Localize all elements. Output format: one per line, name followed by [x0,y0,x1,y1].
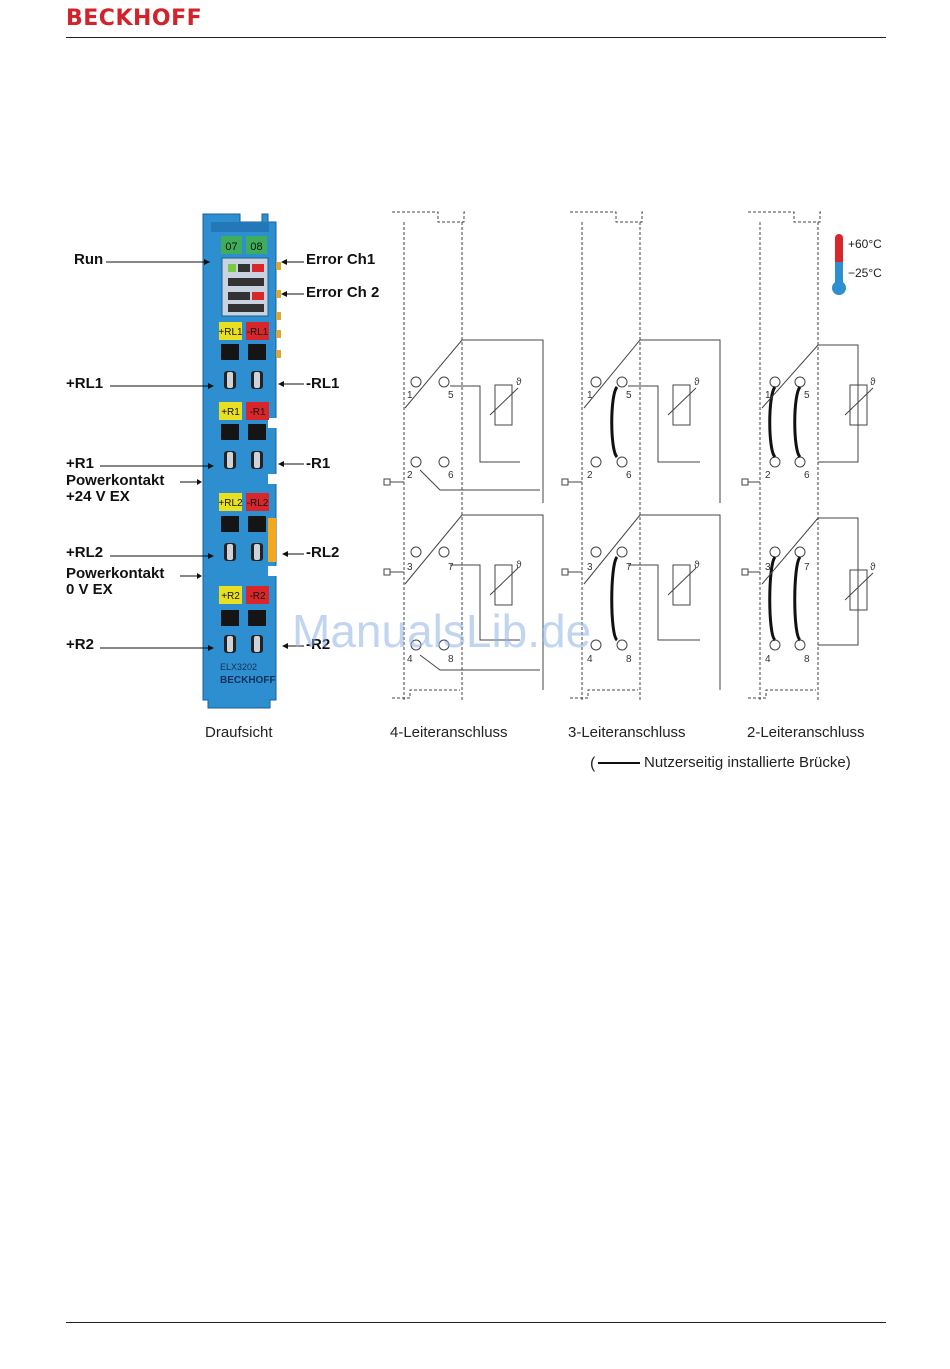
callout-error-ch1: Error Ch1 [306,251,375,268]
callout-minus-r2: -R2 [306,636,330,653]
d3-theta-1: ϑ [870,377,876,388]
d2-term-3: 3 [587,562,593,573]
watermark: ManualsLib.de [292,605,592,657]
module-type-text: ELX3202 [220,662,257,672]
callout-plus-rl1: +RL1 [66,375,103,392]
d1-term-7: 7 [448,562,454,573]
led-label-08 [246,236,267,254]
tag-minus-rl2: -RL2 [247,498,269,509]
d2-theta-2: ϑ [694,560,700,571]
d2-term-4: 4 [587,654,593,665]
connection-figure: 07 08 +RL1 -RL1 +R1 -R1 +RL2 -RL2 +R2 [66,211,882,772]
tag-plus-rl1: +RL1 [218,327,243,338]
d1-theta-2: ϑ [516,560,522,571]
callout-error-ch2: Error Ch 2 [306,284,379,301]
callout-minus-r1: -R1 [306,455,330,472]
d2-term-5: 5 [626,390,632,401]
callout-plus-r1: +R1 [66,455,94,472]
d3-term-4: 4 [765,654,771,665]
d2-term-7: 7 [626,562,632,573]
diagram-2-wire [741,211,874,700]
callouts: Run Error Ch1 Error Ch 2 +RL1 -RL1 +R1 -… [66,251,379,653]
d1-term-4: 4 [407,654,413,665]
led-07-text: 07 [225,241,237,253]
diagram-3-wire [561,211,721,700]
d3-term-2: 2 [765,470,771,481]
d2-term-6: 6 [626,470,632,481]
brand-logo: BECKHOFF [66,6,203,31]
d2-term-2: 2 [587,470,593,481]
d3-term-1: 1 [765,390,771,401]
led-label-07 [221,236,242,254]
d1-theta-1: ϑ [516,377,522,388]
legend-open-paren: ( [590,755,596,772]
tag-plus-r2: +R2 [221,591,240,602]
d3-term-5: 5 [804,390,810,401]
d3-theta-2: ϑ [870,562,876,573]
tag-minus-r1: -R1 [249,407,266,418]
footer-rule [66,1322,886,1323]
diagram-4-wire [383,211,544,700]
callout-minus-rl1: -RL1 [306,375,339,392]
callout-power24-line2: +24 V EX [66,488,130,505]
callout-run: Run [74,251,103,268]
d1-term-3: 3 [407,562,413,573]
d1-term-6: 6 [448,470,454,481]
caption-top-view: Draufsicht [205,724,273,741]
d1-term-2: 2 [407,470,413,481]
tag-minus-rl1: -RL1 [247,327,269,338]
thermometer-icon [832,234,846,295]
caption-legend: Nutzerseitig installierte Brücke) [644,754,851,771]
d3-term-8: 8 [804,654,810,665]
d2-term-8: 8 [626,654,632,665]
d1-term-1: 1 [407,390,413,401]
callout-power0-line2: 0 V EX [66,581,113,598]
d3-term-7: 7 [804,562,810,573]
tag-plus-rl2: +RL2 [218,498,243,509]
terminal-module: 07 08 +RL1 -RL1 +R1 -R1 +RL2 -RL2 +R2 [202,213,281,709]
temp-max-label: +60°C [848,237,882,251]
callout-plus-rl2: +RL2 [66,544,103,561]
tag-minus-r2: -R2 [249,591,266,602]
callout-power24-line1: Powerkontakt [66,472,164,489]
d1-term-5: 5 [448,390,454,401]
tag-plus-r1: +R1 [221,407,240,418]
module-brand-text: BECKHOFF [220,675,276,686]
caption-4-wire: 4-Leiteranschluss [390,724,508,741]
d2-term-1: 1 [587,390,593,401]
callout-minus-rl2: -RL2 [306,544,339,561]
d3-term-3: 3 [765,562,771,573]
temp-min-label: −25°C [848,266,882,280]
caption-3-wire: 3-Leiteranschluss [568,724,686,741]
led-08-text: 08 [250,241,262,253]
caption-2-wire: 2-Leiteranschluss [747,724,865,741]
d3-term-6: 6 [804,470,810,481]
d1-term-8: 8 [448,654,454,665]
d2-theta-1: ϑ [694,377,700,388]
callout-power0-line1: Powerkontakt [66,565,164,582]
callout-plus-r2: +R2 [66,636,94,653]
header-rule [66,37,886,38]
